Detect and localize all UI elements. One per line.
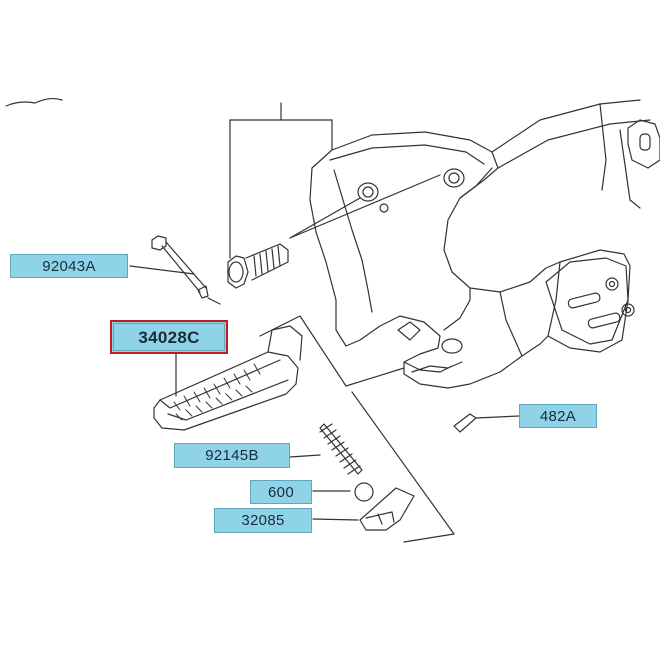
footpeg	[153, 325, 303, 431]
leader-lines	[129, 265, 520, 521]
spring	[319, 423, 363, 475]
sketch-stroke	[5, 97, 63, 107]
part-number: 92145B	[205, 447, 259, 464]
part-number: 34028C	[138, 327, 200, 347]
threaded-bolt	[227, 243, 289, 289]
part-label-92145B[interactable]: 92145B	[174, 443, 290, 468]
bolt-callout-lines	[229, 102, 441, 259]
detent-plate	[359, 487, 415, 531]
part-label-34028C[interactable]: 34028C	[110, 320, 228, 354]
ball	[354, 482, 374, 502]
part-label-482A[interactable]: 482A	[519, 404, 597, 428]
part-label-92043A[interactable]: 92043A	[10, 254, 128, 278]
footrest-bracket	[309, 99, 660, 389]
part-number: 482A	[539, 407, 577, 425]
screw	[453, 413, 477, 433]
pivot-pin	[151, 235, 209, 299]
part-number: 32085	[241, 512, 285, 529]
footpeg-callout-lines	[175, 297, 455, 543]
part-label-600[interactable]: 600	[250, 480, 312, 504]
part-number: 600	[268, 483, 294, 501]
part-label-32085[interactable]: 32085	[214, 508, 312, 533]
part-number: 92043A	[42, 257, 96, 275]
